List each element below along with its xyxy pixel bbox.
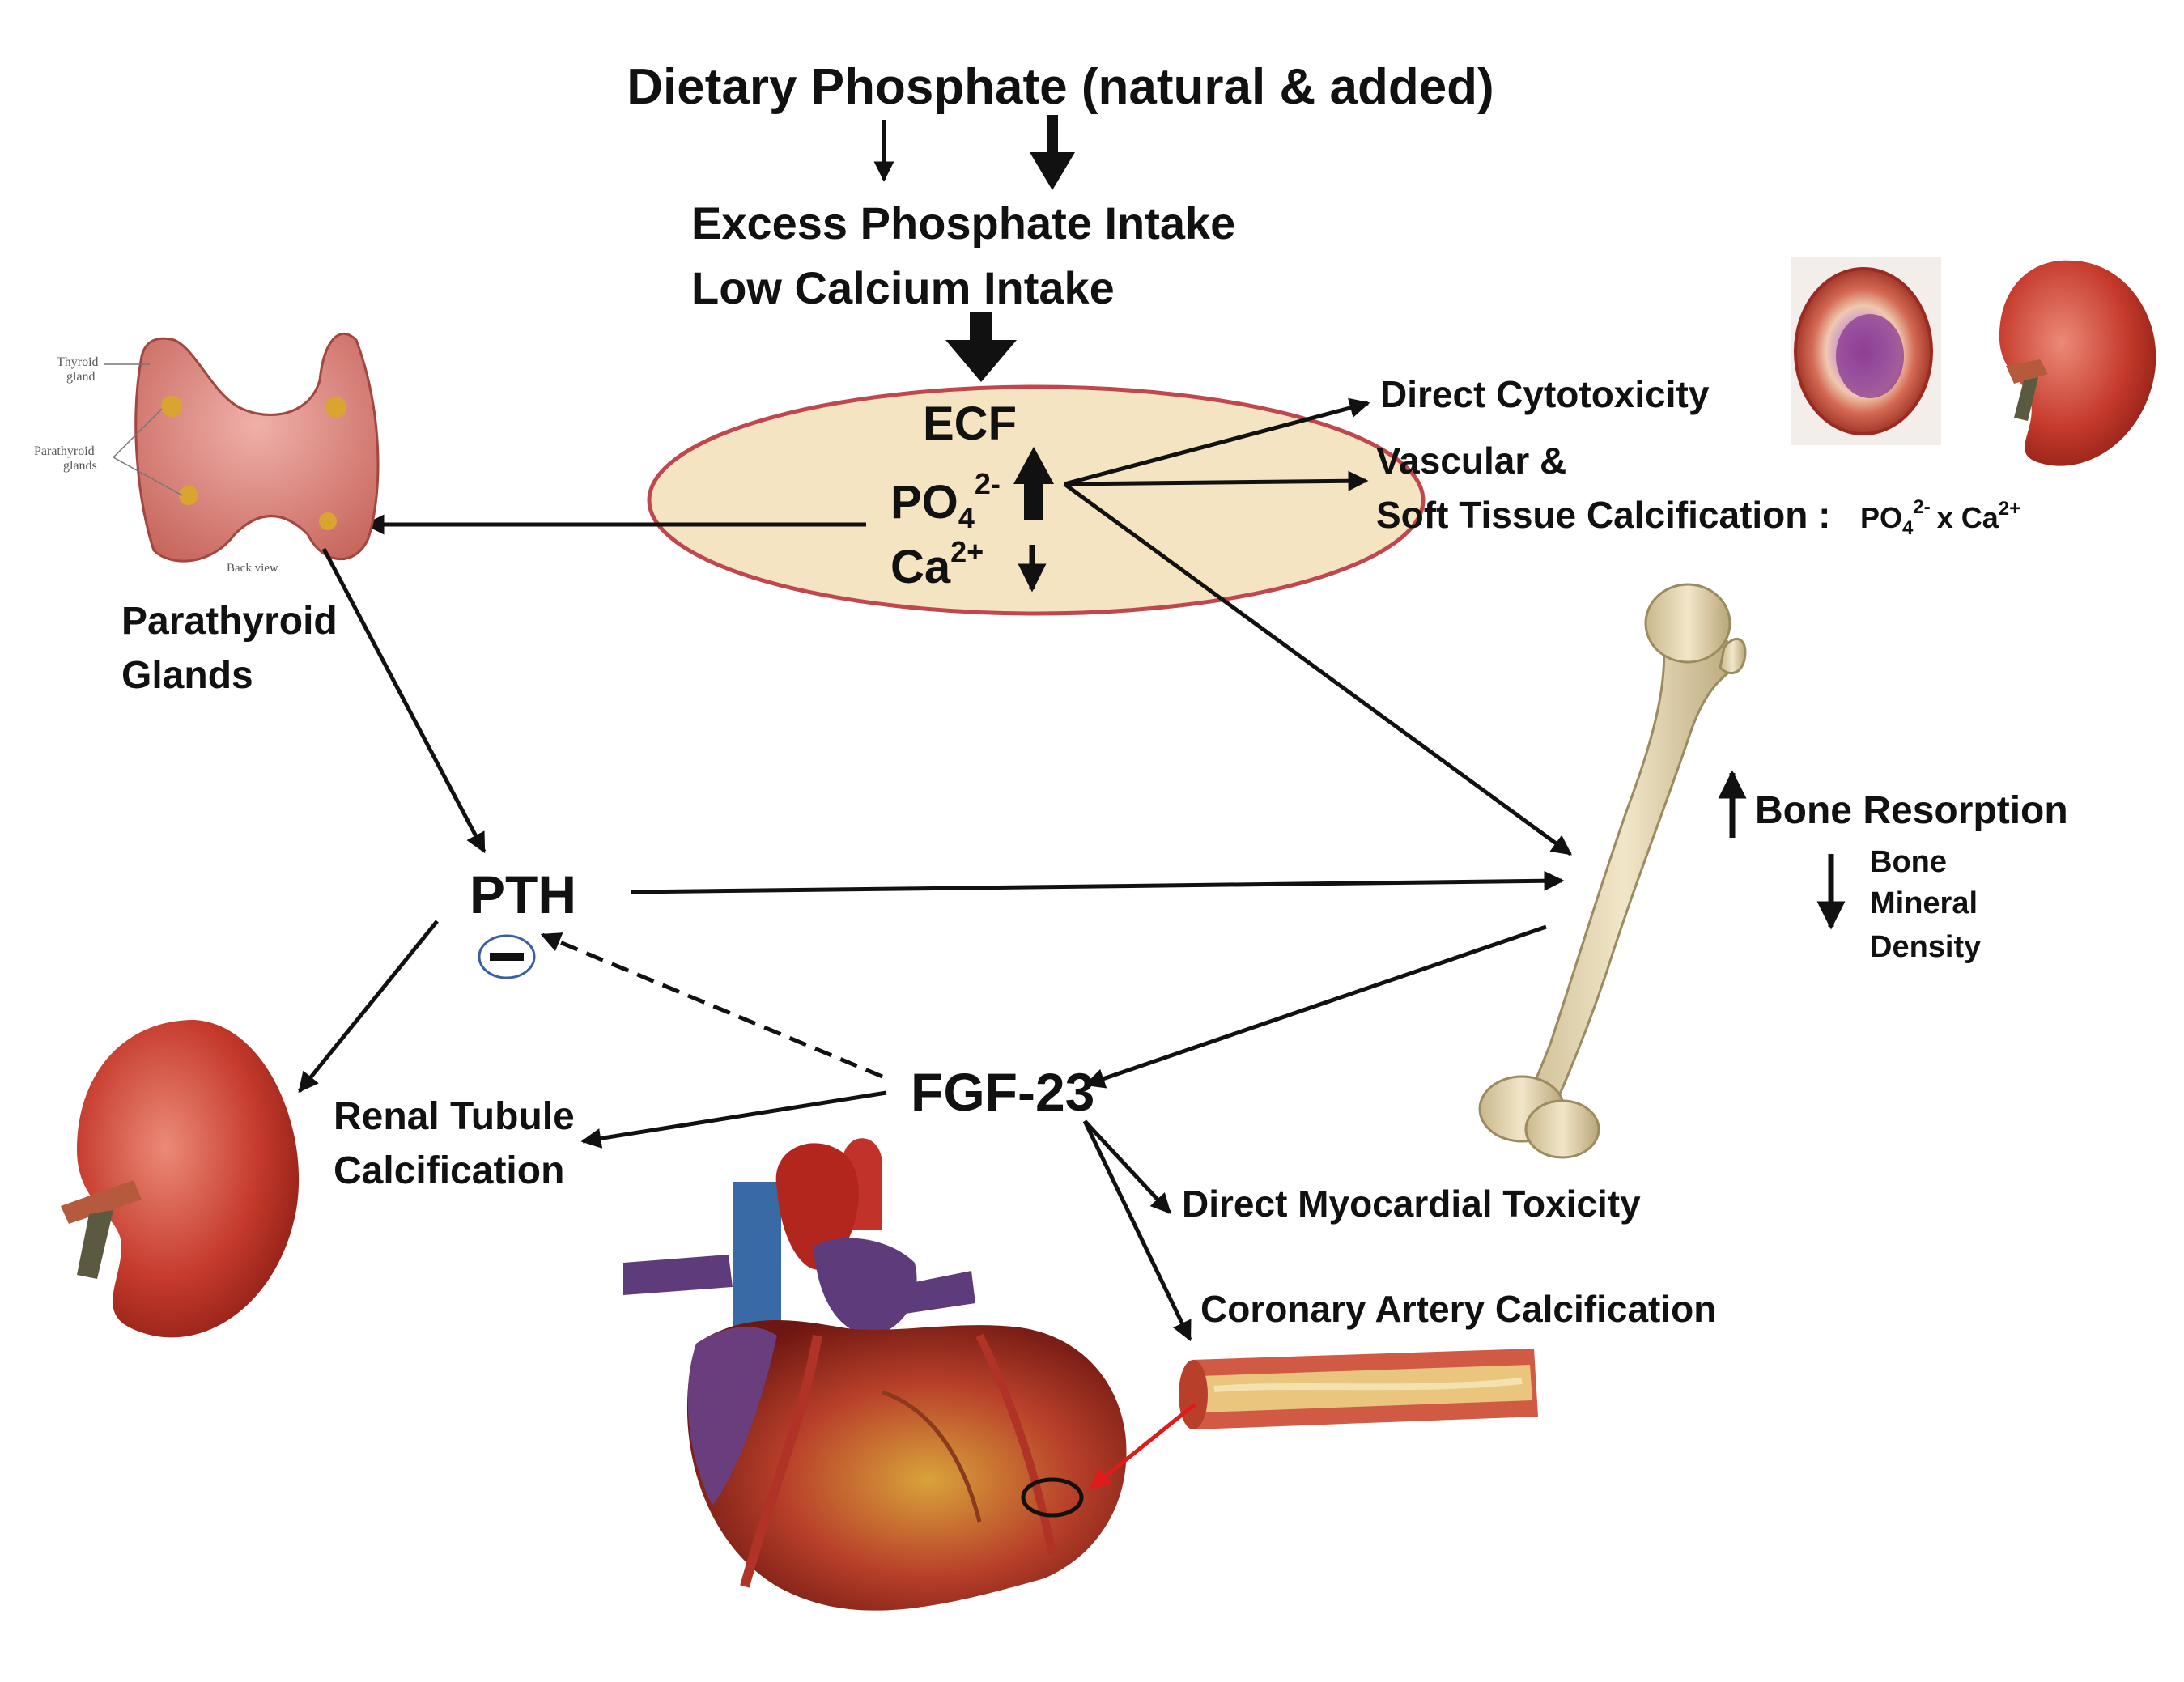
thyroid-gland-annotation-1: Thyroid: [57, 355, 99, 369]
arrow-ecf-to-cytotoxicity: [1064, 397, 1370, 486]
ecf-phosphate-up-arrow: [1013, 447, 1054, 520]
parathyroid-leader-lines: [113, 408, 183, 496]
ecf-phosphate: PO42-: [890, 467, 1001, 534]
parathyroid-annotation-1: Parathyroid: [34, 444, 95, 458]
parathyroid-label-2: Glands: [121, 654, 253, 697]
arrow-intake-to-ecf: [945, 312, 1017, 382]
pth-inhibition-minus: [490, 953, 524, 961]
parathyroid-label-1: Parathyroid: [121, 600, 338, 643]
ecf-calcium: Ca2+: [890, 535, 984, 593]
femur-bone-image: [1478, 583, 1747, 1159]
arrow-fgf23-to-coronary: [1082, 1119, 1192, 1342]
calcium-phosphate-product: PO42-x Ca2+: [1860, 496, 2020, 539]
low-calcium-text: Low Calcium Intake: [691, 262, 1115, 313]
heart-image: [623, 1138, 1127, 1611]
arrow-ecf-to-bone: [1063, 482, 1573, 856]
bone-density-text-2: Mineral: [1870, 886, 1978, 920]
bone-resorption-text: Bone Resorption: [1755, 789, 2068, 832]
arrow-title-thick: [1030, 115, 1075, 190]
fgf23-label: FGF-23: [911, 1062, 1094, 1122]
vascular-text: Vascular &: [1376, 440, 1566, 482]
arrow-ecf-to-vascular: [1064, 470, 1369, 491]
coronary-pointer-arrow: [1090, 1403, 1196, 1489]
arrow-pth-to-bone: [631, 870, 1565, 894]
arrow-parathyroid-to-pth: [321, 547, 487, 854]
renal-tubule-text: Renal Tubule: [334, 1095, 575, 1138]
ecf-label: ECF: [923, 397, 1017, 450]
coronary-artery-image: [1179, 1349, 1538, 1429]
thyroid-gland-annotation-2: gland: [66, 370, 96, 384]
myocardial-toxicity-text: Direct Myocardial Toxicity: [1182, 1183, 1641, 1225]
bone-density-text-3: Density: [1870, 930, 1981, 964]
arrow-fgf23-to-renal: [580, 1090, 887, 1149]
kidney-small-image: [1999, 260, 2156, 466]
soft-tissue-calcification-text: Soft Tissue Calcification :: [1376, 494, 1830, 536]
bone-density-text-1: Bone: [1870, 845, 1947, 879]
pth-label: PTH: [470, 864, 576, 924]
arrow-fgf23-to-myocardial: [1083, 1119, 1171, 1214]
parathyroid-annotation-2: glands: [63, 459, 97, 473]
coronary-calcification-text: Coronary Artery Calcification: [1200, 1288, 1716, 1330]
thyroid-gland-image: [134, 332, 380, 563]
coronary-highlight-circle: [1021, 1477, 1084, 1518]
arrow-fgf23-inhibits-pth: [540, 932, 883, 1079]
arrow-pth-to-kidney: [298, 920, 439, 1093]
kidney-large-image: [61, 1020, 300, 1338]
back-view-annotation: Back view: [227, 562, 278, 575]
direct-cytotoxicity-text: Direct Cytotoxicity: [1380, 373, 1710, 415]
vessel-cross-section-image: [1791, 257, 1941, 445]
title-text: Dietary Phosphate (natural & added): [627, 59, 1494, 115]
excess-phosphate-text: Excess Phosphate Intake: [691, 198, 1235, 248]
arrow-bone-to-fgf23: [1084, 924, 1547, 1089]
renal-calcification-text: Calcification: [334, 1149, 564, 1192]
